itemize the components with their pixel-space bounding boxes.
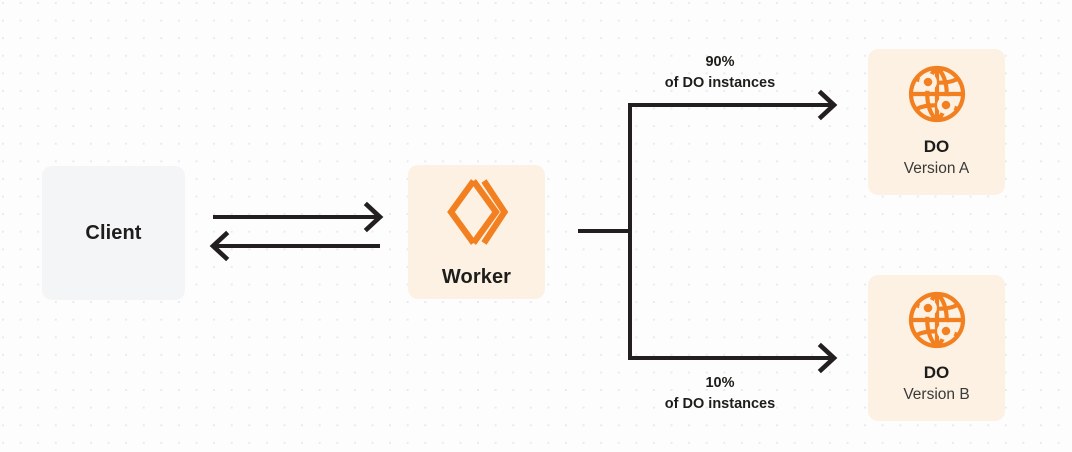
globe-icon — [908, 65, 966, 123]
arrow-worker-to-do-a — [628, 89, 838, 121]
node-client-label: Client — [85, 222, 142, 244]
edge-label-top-percent: 90% — [705, 54, 735, 70]
node-do-a-title: DO — [923, 137, 950, 157]
node-client[interactable]: Client — [42, 166, 185, 300]
branch-trunk — [578, 103, 632, 360]
node-do-version-a[interactable]: DO Version A — [868, 49, 1005, 195]
node-do-version-b[interactable]: DO Version B — [868, 275, 1005, 421]
edge-label-top: 90% of DO instances — [600, 52, 840, 94]
node-do-b-title: DO — [923, 363, 950, 383]
edge-label-top-caption: of DO instances — [664, 75, 776, 92]
edge-label-bottom-caption: of DO instances — [664, 396, 776, 413]
node-worker-label: Worker — [441, 265, 512, 288]
arrow-client-to-worker — [213, 201, 384, 233]
edge-label-bottom: 10% of DO instances — [600, 373, 840, 415]
node-do-a-subtitle: Version A — [903, 159, 970, 177]
arrow-worker-to-client — [209, 230, 380, 262]
node-do-b-subtitle: Version B — [903, 385, 970, 403]
arrow-worker-to-do-b — [628, 342, 838, 374]
globe-icon — [908, 291, 966, 349]
node-worker[interactable]: Worker — [408, 165, 545, 299]
cloudflare-workers-icon — [446, 176, 508, 248]
edge-label-bottom-percent: 10% — [705, 375, 735, 391]
